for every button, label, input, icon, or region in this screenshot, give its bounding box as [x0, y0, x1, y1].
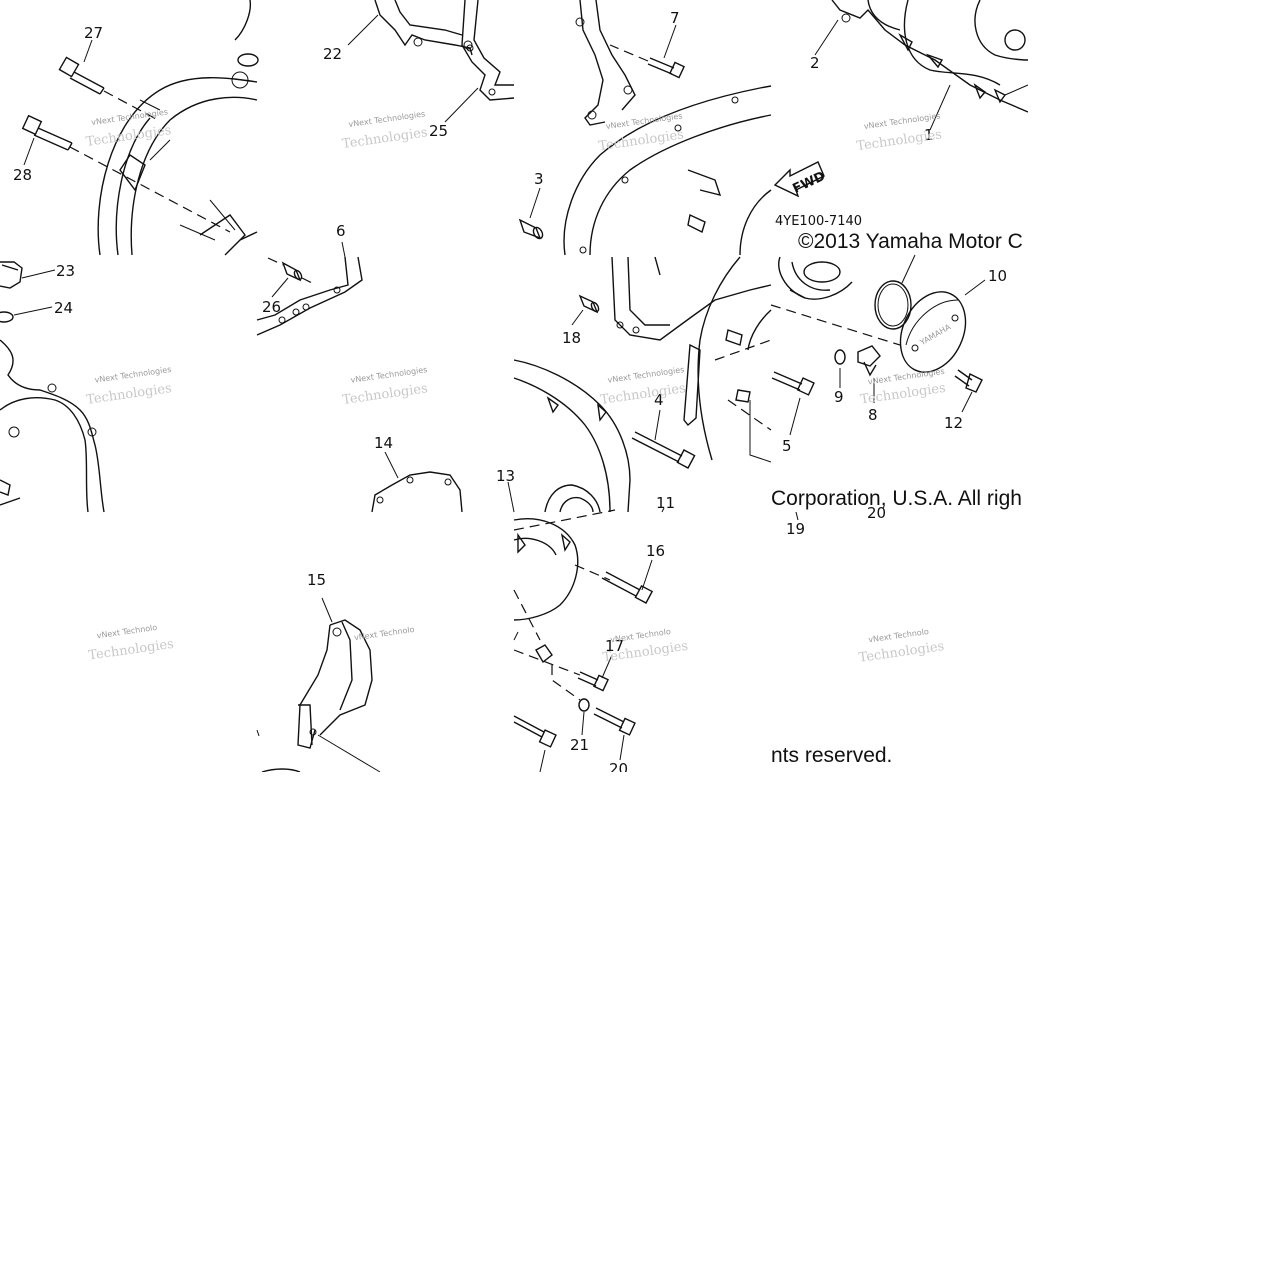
tile-cover-mid	[507, 256, 772, 513]
label-20-upper: 20	[867, 504, 886, 522]
label-12: 12	[944, 414, 963, 432]
watermark: vNext Technolo	[96, 623, 158, 640]
label-19: 19	[786, 520, 805, 538]
tile-bolts-lower	[513, 509, 654, 773]
tile-gasket-mid	[256, 241, 463, 513]
bolt-4	[631, 409, 696, 469]
tile-cover-right: YAMAHA	[770, 254, 986, 521]
plug-8	[857, 345, 881, 403]
tile-gasket-upper	[347, 0, 515, 123]
label-8: 8	[868, 406, 878, 424]
watermark: Technologies	[598, 127, 685, 154]
label-13: 13	[496, 467, 515, 485]
bolt-17	[577, 654, 613, 692]
watermark: Technologies	[85, 381, 172, 408]
dowel-26	[267, 257, 313, 298]
label-25: 25	[429, 122, 448, 140]
label-5: 5	[782, 437, 792, 455]
label-14: 14	[374, 434, 393, 452]
copyright-line-3: nts reserved.	[771, 744, 892, 767]
tile-cover-housing	[21, 0, 259, 256]
tile-oil-plug	[0, 261, 105, 513]
screw-12	[954, 369, 983, 413]
bolt-19	[513, 715, 557, 773]
copyright-line-1: ©2013 Yamaha Motor C	[798, 230, 1023, 253]
label-1: 1	[924, 126, 934, 144]
bolt-16	[601, 559, 654, 604]
label-28: 28	[13, 166, 32, 184]
tile-bracket	[256, 597, 381, 773]
tile-top-right: FWD 4YE100-7140 ©2013 Yamaha Motor C	[773, 0, 1029, 253]
label-16: 16	[646, 542, 665, 560]
watermark: vNext Technolo	[353, 625, 415, 642]
label-4: 4	[654, 391, 664, 409]
label-24: 24	[54, 299, 73, 317]
dowel-3	[518, 187, 544, 240]
bolt-7	[609, 24, 685, 79]
bolt-28	[21, 114, 231, 233]
fwd-arrow-icon: FWD	[773, 161, 828, 198]
watermark: Technologies	[88, 637, 175, 664]
part-code: 4YE100-7140	[775, 214, 862, 229]
watermark: Technologies	[599, 381, 686, 408]
copyright-line-2: Corporation, U.S.A. All righ	[771, 487, 1022, 510]
label-7: 7	[670, 9, 680, 27]
watermark: Technologies	[856, 127, 943, 154]
bolt-5	[771, 371, 815, 436]
bolt-20	[593, 707, 636, 761]
label-18: 18	[562, 329, 581, 347]
label-2: 2	[810, 54, 820, 72]
label-17: 17	[605, 637, 624, 655]
watermark: Technologies	[85, 123, 172, 150]
label-3: 3	[534, 170, 544, 188]
washer-9	[834, 349, 846, 365]
label-23: 23	[56, 262, 75, 280]
dowel-18	[571, 294, 600, 326]
tile-crankcase-cover	[518, 0, 772, 256]
label-9: 9	[834, 388, 844, 406]
label-26: 26	[262, 298, 281, 316]
label-10: 10	[988, 267, 1007, 285]
label-11: 11	[656, 494, 675, 512]
label-27: 27	[84, 24, 103, 42]
watermark: Technologies	[341, 125, 428, 152]
washer-21	[578, 698, 590, 712]
cover-logo: YAMAHA	[918, 322, 953, 347]
label-6: 6	[336, 222, 346, 240]
label-21: 21	[570, 736, 589, 754]
label-15: 15	[307, 571, 326, 589]
watermark: Technologies	[341, 381, 428, 408]
label-22: 22	[323, 45, 342, 63]
bolt-27	[58, 39, 159, 121]
